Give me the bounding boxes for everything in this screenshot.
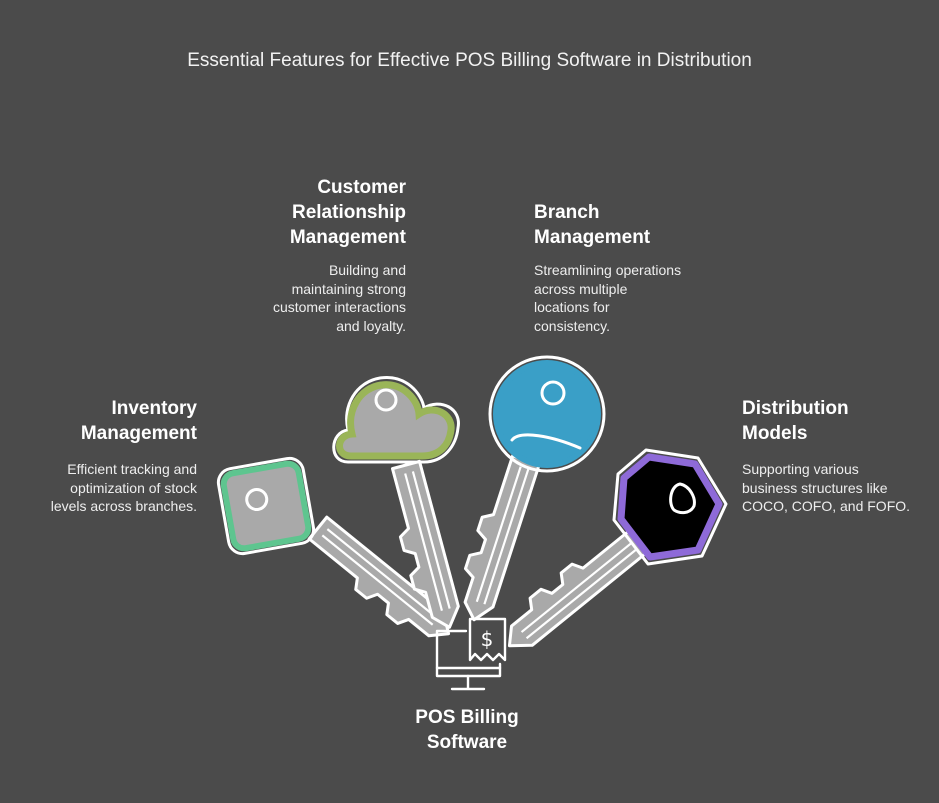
billing-monitor-icon: $ [435,617,507,691]
feature-description-crm: Building and maintaining strong customer… [272,262,406,334]
feature-heading-branch: Branch Management [534,202,651,248]
key-head-crm [336,381,455,460]
key-hexagon-icon [492,448,728,659]
feature-description-branch: Streamlining operations across multiple … [534,262,682,334]
feature-heading-inventory: Inventory Management [80,398,197,444]
feature-description-distribution: Supporting various business structures l… [742,461,911,514]
feature-description-inventory: Efficient tracking and optimization of s… [50,461,197,514]
svg-text:$: $ [481,627,494,651]
feature-heading-distribution: Distribution Models [742,398,849,444]
key-square-icon [216,456,459,654]
key-head-branch [493,360,601,468]
key-cloud-icon [332,376,465,635]
center-label: POS Billing Software [415,707,519,753]
diagram-title: Essential Features for Effective POS Bil… [187,50,752,71]
key-round-icon [449,355,606,626]
key-head-distribution [617,453,723,561]
feature-heading-crm: Customer Relationship Management [289,177,406,248]
